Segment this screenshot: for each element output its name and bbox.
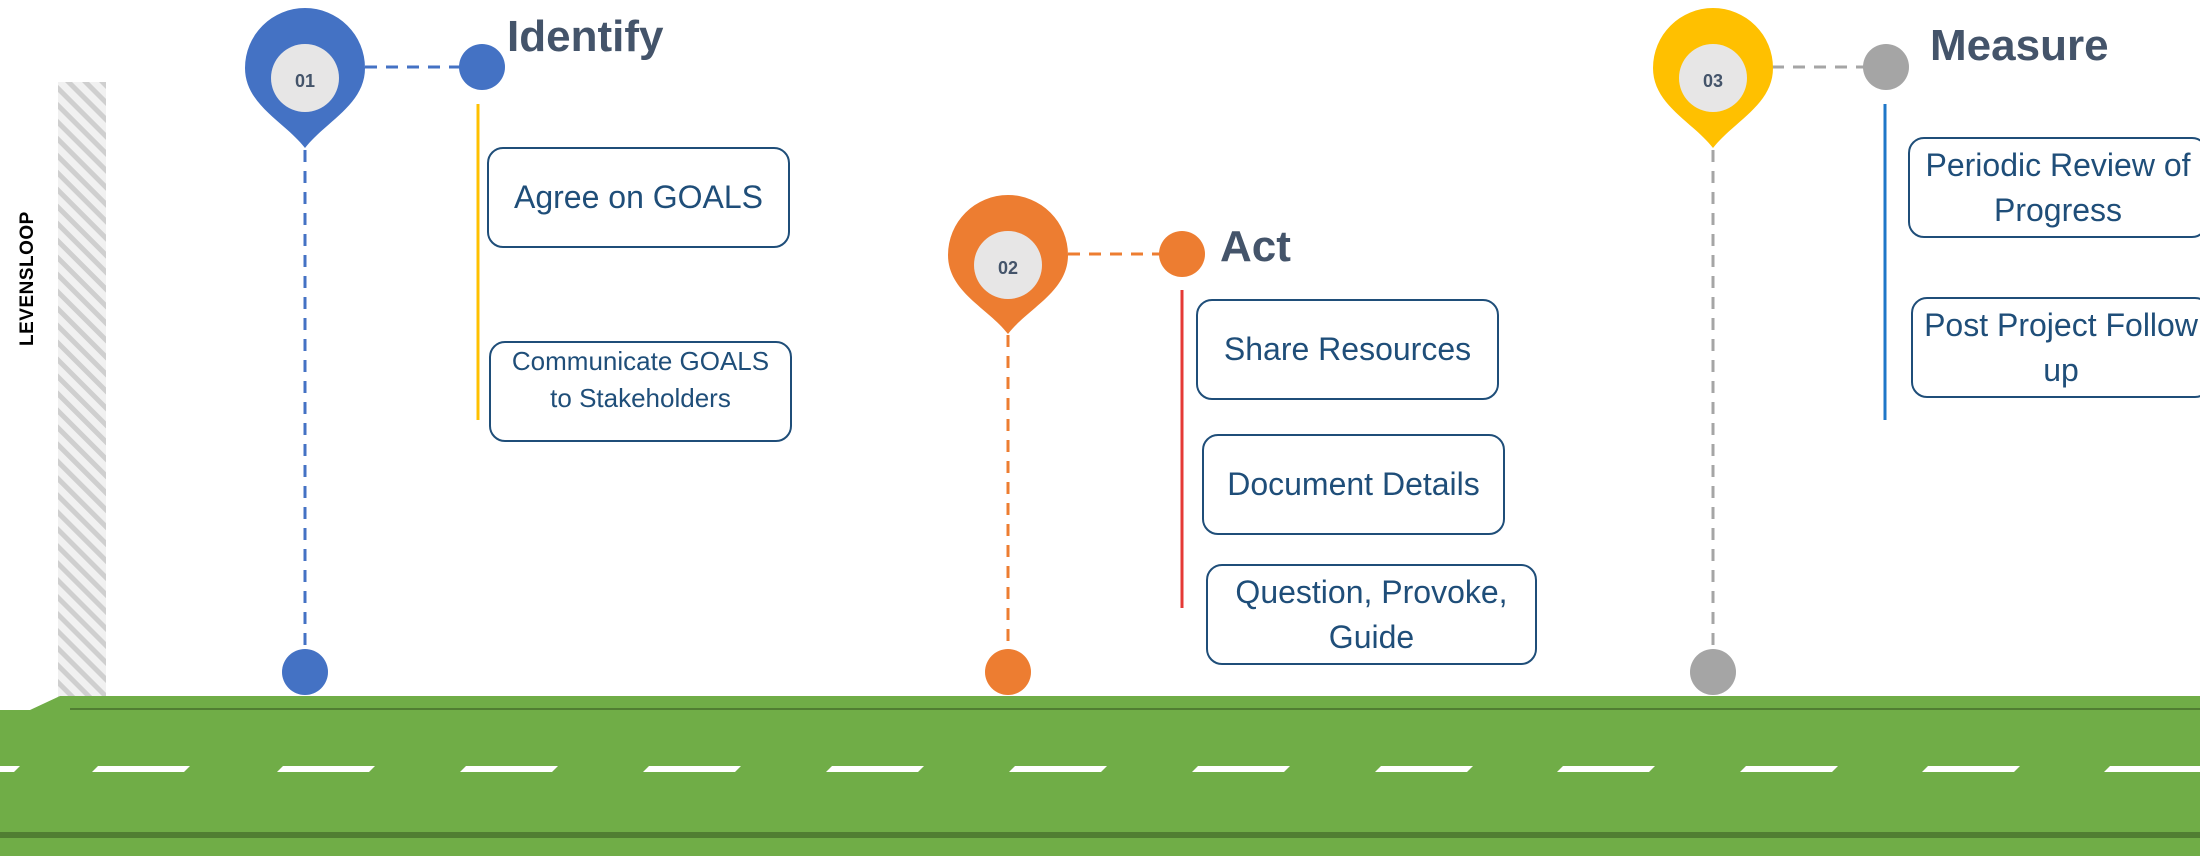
stage-1-pin-center	[271, 44, 339, 112]
stage-2-item-box: Share Resources	[1196, 299, 1499, 400]
stage-2-pin-center	[974, 231, 1042, 299]
stage-3-item-text: Periodic Review of Progress	[1925, 146, 2191, 228]
road-dashes	[0, 766, 2200, 772]
stage-3-title: Measure	[1930, 21, 2109, 70]
stage-2-item-text: Question, Provoke, Guide	[1235, 573, 1508, 655]
stage-2-title: Act	[1220, 222, 1291, 271]
stage-3-title-dot	[1863, 44, 1909, 90]
stage-3-item-text: Post Project Follow up	[1924, 306, 2198, 388]
road	[0, 696, 2200, 856]
stage-3-item-box: Post Project Follow up	[1911, 297, 2200, 398]
side-label: LEVENSLOOP	[17, 211, 38, 346]
stage-1-graphic	[245, 8, 505, 695]
stage-3-road-dot	[1690, 649, 1736, 695]
stage-2-graphic	[948, 195, 1205, 695]
stage-2-item-text: Document Details	[1227, 466, 1480, 502]
stage-2-number: 02	[997, 258, 1019, 278]
stage-1-item-box: Agree on GOALS	[487, 147, 790, 248]
stage-3-item-box: Periodic Review of Progress	[1908, 137, 2200, 238]
stage-1-number: 01	[294, 71, 316, 91]
stage-3-number: 03	[1702, 71, 1724, 91]
stage-1-title-dot	[459, 44, 505, 90]
stage-1-item-box: Communicate GOALS to Stakeholders	[489, 341, 792, 442]
stage-1-item-text: Agree on GOALS	[513, 179, 764, 215]
hatched-post	[58, 82, 106, 710]
stage-2-item-text: Share Resources	[1223, 331, 1472, 367]
stage-2-item-box: Document Details	[1202, 434, 1505, 535]
stage-2-title-dot	[1159, 231, 1205, 277]
stage-2-road-dot	[985, 649, 1031, 695]
stage-1-title: Identify	[507, 12, 664, 61]
stage-2-item-box: Question, Provoke, Guide	[1206, 564, 1537, 665]
road-bottom-edge	[0, 832, 2200, 838]
stage-1-item-text: Communicate GOALS to Stakeholders	[511, 346, 770, 413]
stage-3-pin-center	[1679, 44, 1747, 112]
stage-3-graphic	[1653, 8, 1909, 695]
road-body	[0, 710, 2200, 856]
stage-1-road-dot	[282, 649, 328, 695]
